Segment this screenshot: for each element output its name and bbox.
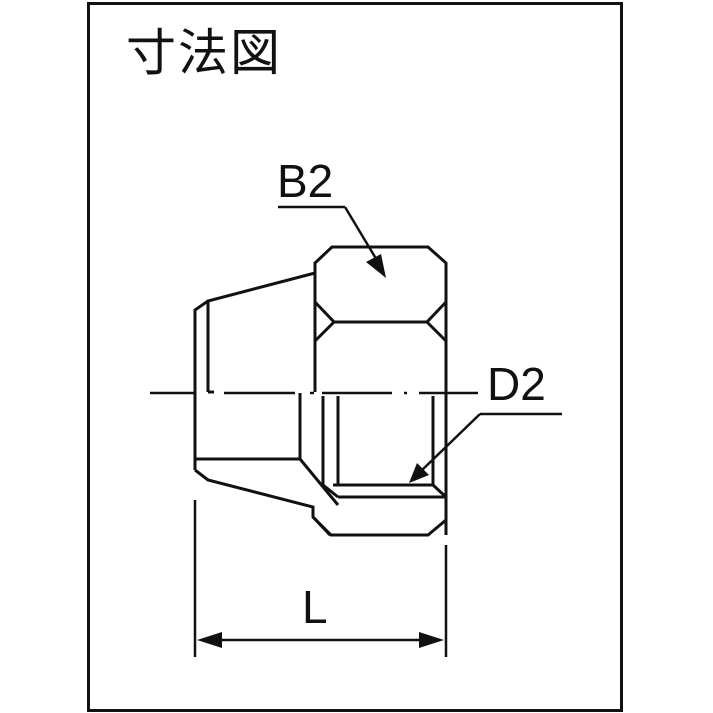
b2-arrowhead-icon bbox=[366, 254, 386, 278]
drawing-frame bbox=[87, 2, 623, 712]
l-dimension bbox=[193, 500, 448, 657]
d2-label: D2 bbox=[487, 358, 546, 410]
drawing-title: 寸法図 bbox=[126, 24, 282, 82]
l-right-arrowhead-icon bbox=[419, 632, 444, 648]
l-left-arrowhead-icon bbox=[197, 632, 222, 648]
b2-label: B2 bbox=[277, 155, 334, 207]
d2-leader bbox=[419, 412, 562, 473]
d2-arrowhead-icon bbox=[409, 463, 429, 483]
internal-bore bbox=[298, 396, 448, 499]
b2-leader bbox=[278, 205, 380, 263]
hex-nut bbox=[311, 245, 448, 537]
l-label: L bbox=[302, 581, 328, 633]
nose-section bbox=[193, 271, 340, 537]
